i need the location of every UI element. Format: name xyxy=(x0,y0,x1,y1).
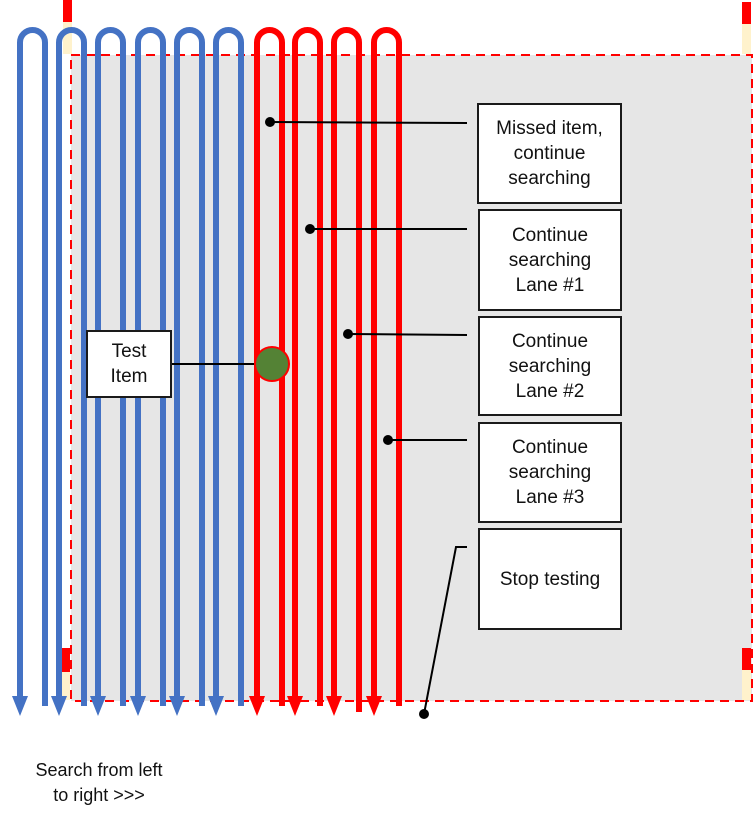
leader-missed-item-dot xyxy=(265,117,275,127)
lane-arrow-down-icon xyxy=(51,696,67,716)
callout-lines xyxy=(172,117,468,719)
completed-lane-loop xyxy=(56,27,87,706)
lane-arrow-down-icon xyxy=(326,696,342,716)
leader-lane-1-dot xyxy=(305,224,315,234)
corner-marker-bottom-left xyxy=(61,648,70,700)
leader-stop-testing xyxy=(423,546,467,715)
completed-lane-loop xyxy=(135,27,166,706)
completed-lane-loop xyxy=(17,27,48,706)
callout-continue-lane-2: Continue searching Lane #2 xyxy=(478,316,622,416)
lane-arrow-down-icon xyxy=(208,696,224,716)
search-area xyxy=(70,54,753,702)
corner-marker-bottom-right xyxy=(742,648,751,700)
callout-missed-item: Missed item, continue searching xyxy=(477,103,622,204)
corner-marker-top-left xyxy=(63,0,72,54)
active-lane-loop xyxy=(292,27,323,706)
search-lanes xyxy=(12,27,402,716)
leader-lane-2 xyxy=(347,333,468,336)
active-lane-loop xyxy=(254,27,285,706)
lane-arrow-down-icon xyxy=(130,696,146,716)
completed-lane-loop xyxy=(174,27,205,706)
leader-stop-testing-dot xyxy=(419,709,429,719)
lane-arrow-down-icon xyxy=(366,696,382,716)
callout-stop-testing: Stop testing xyxy=(478,528,622,630)
search-direction-caption: Search from left to right >>> xyxy=(35,760,163,805)
lane-arrow-down-icon xyxy=(249,696,265,716)
leader-missed-item xyxy=(269,121,468,124)
lane-arrow-down-icon xyxy=(12,696,28,716)
active-lane-loop xyxy=(331,27,362,712)
corner-marker-top-right xyxy=(742,2,751,54)
active-lane-loop xyxy=(371,27,402,706)
test-item-marker xyxy=(254,346,290,382)
completed-lane-loop xyxy=(95,27,126,706)
leader-lane-3-dot xyxy=(383,435,393,445)
callout-continue-lane-3: Continue searching Lane #3 xyxy=(478,422,622,523)
test-item-label: Test Item xyxy=(86,330,172,398)
lane-arrow-down-icon xyxy=(90,696,106,716)
callout-continue-lane-1: Continue searching Lane #1 xyxy=(478,209,622,311)
leader-lane-2-dot xyxy=(343,329,353,339)
lane-arrow-down-icon xyxy=(287,696,303,716)
completed-lane-loop xyxy=(213,27,244,706)
lane-arrow-down-icon xyxy=(169,696,185,716)
